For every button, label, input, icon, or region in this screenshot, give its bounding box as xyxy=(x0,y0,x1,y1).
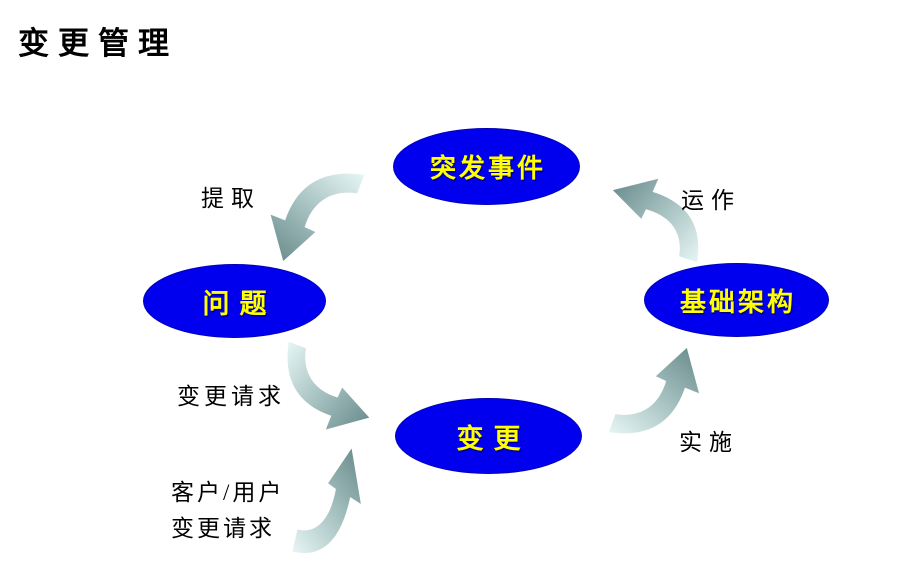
node-change: 变更 xyxy=(395,398,582,474)
node-infrastructure: 基础架构 xyxy=(644,263,829,337)
edge-label-customer-request: 客户/用户 变更请求 xyxy=(171,475,284,547)
curved-arrow-change-request-icon xyxy=(287,341,370,430)
node-problem: 问题 xyxy=(143,264,326,338)
node-infrastructure-label: 基础架构 xyxy=(679,287,796,317)
curved-arrow-extract-icon xyxy=(270,173,365,262)
node-problem-label: 问题 xyxy=(202,288,277,319)
edge-label-customer-request-line1: 客户/用户 xyxy=(171,480,285,505)
edge-label-implement: 实施 xyxy=(679,430,739,455)
edge-label-change-request: 变更请求 xyxy=(177,384,285,409)
node-incident: 突发事件 xyxy=(393,128,580,205)
edge-label-operate: 运作 xyxy=(681,188,741,213)
node-incident-label: 突发事件 xyxy=(429,154,546,183)
curved-arrow-implement-icon xyxy=(608,347,700,434)
edge-label-customer-request-line2: 变更请求 xyxy=(171,516,275,541)
node-change-label: 变更 xyxy=(456,423,531,454)
curved-arrow-customer-request-icon xyxy=(292,448,361,554)
edge-label-extract: 提取 xyxy=(201,186,261,211)
page-title: 变更管理 xyxy=(18,26,178,61)
